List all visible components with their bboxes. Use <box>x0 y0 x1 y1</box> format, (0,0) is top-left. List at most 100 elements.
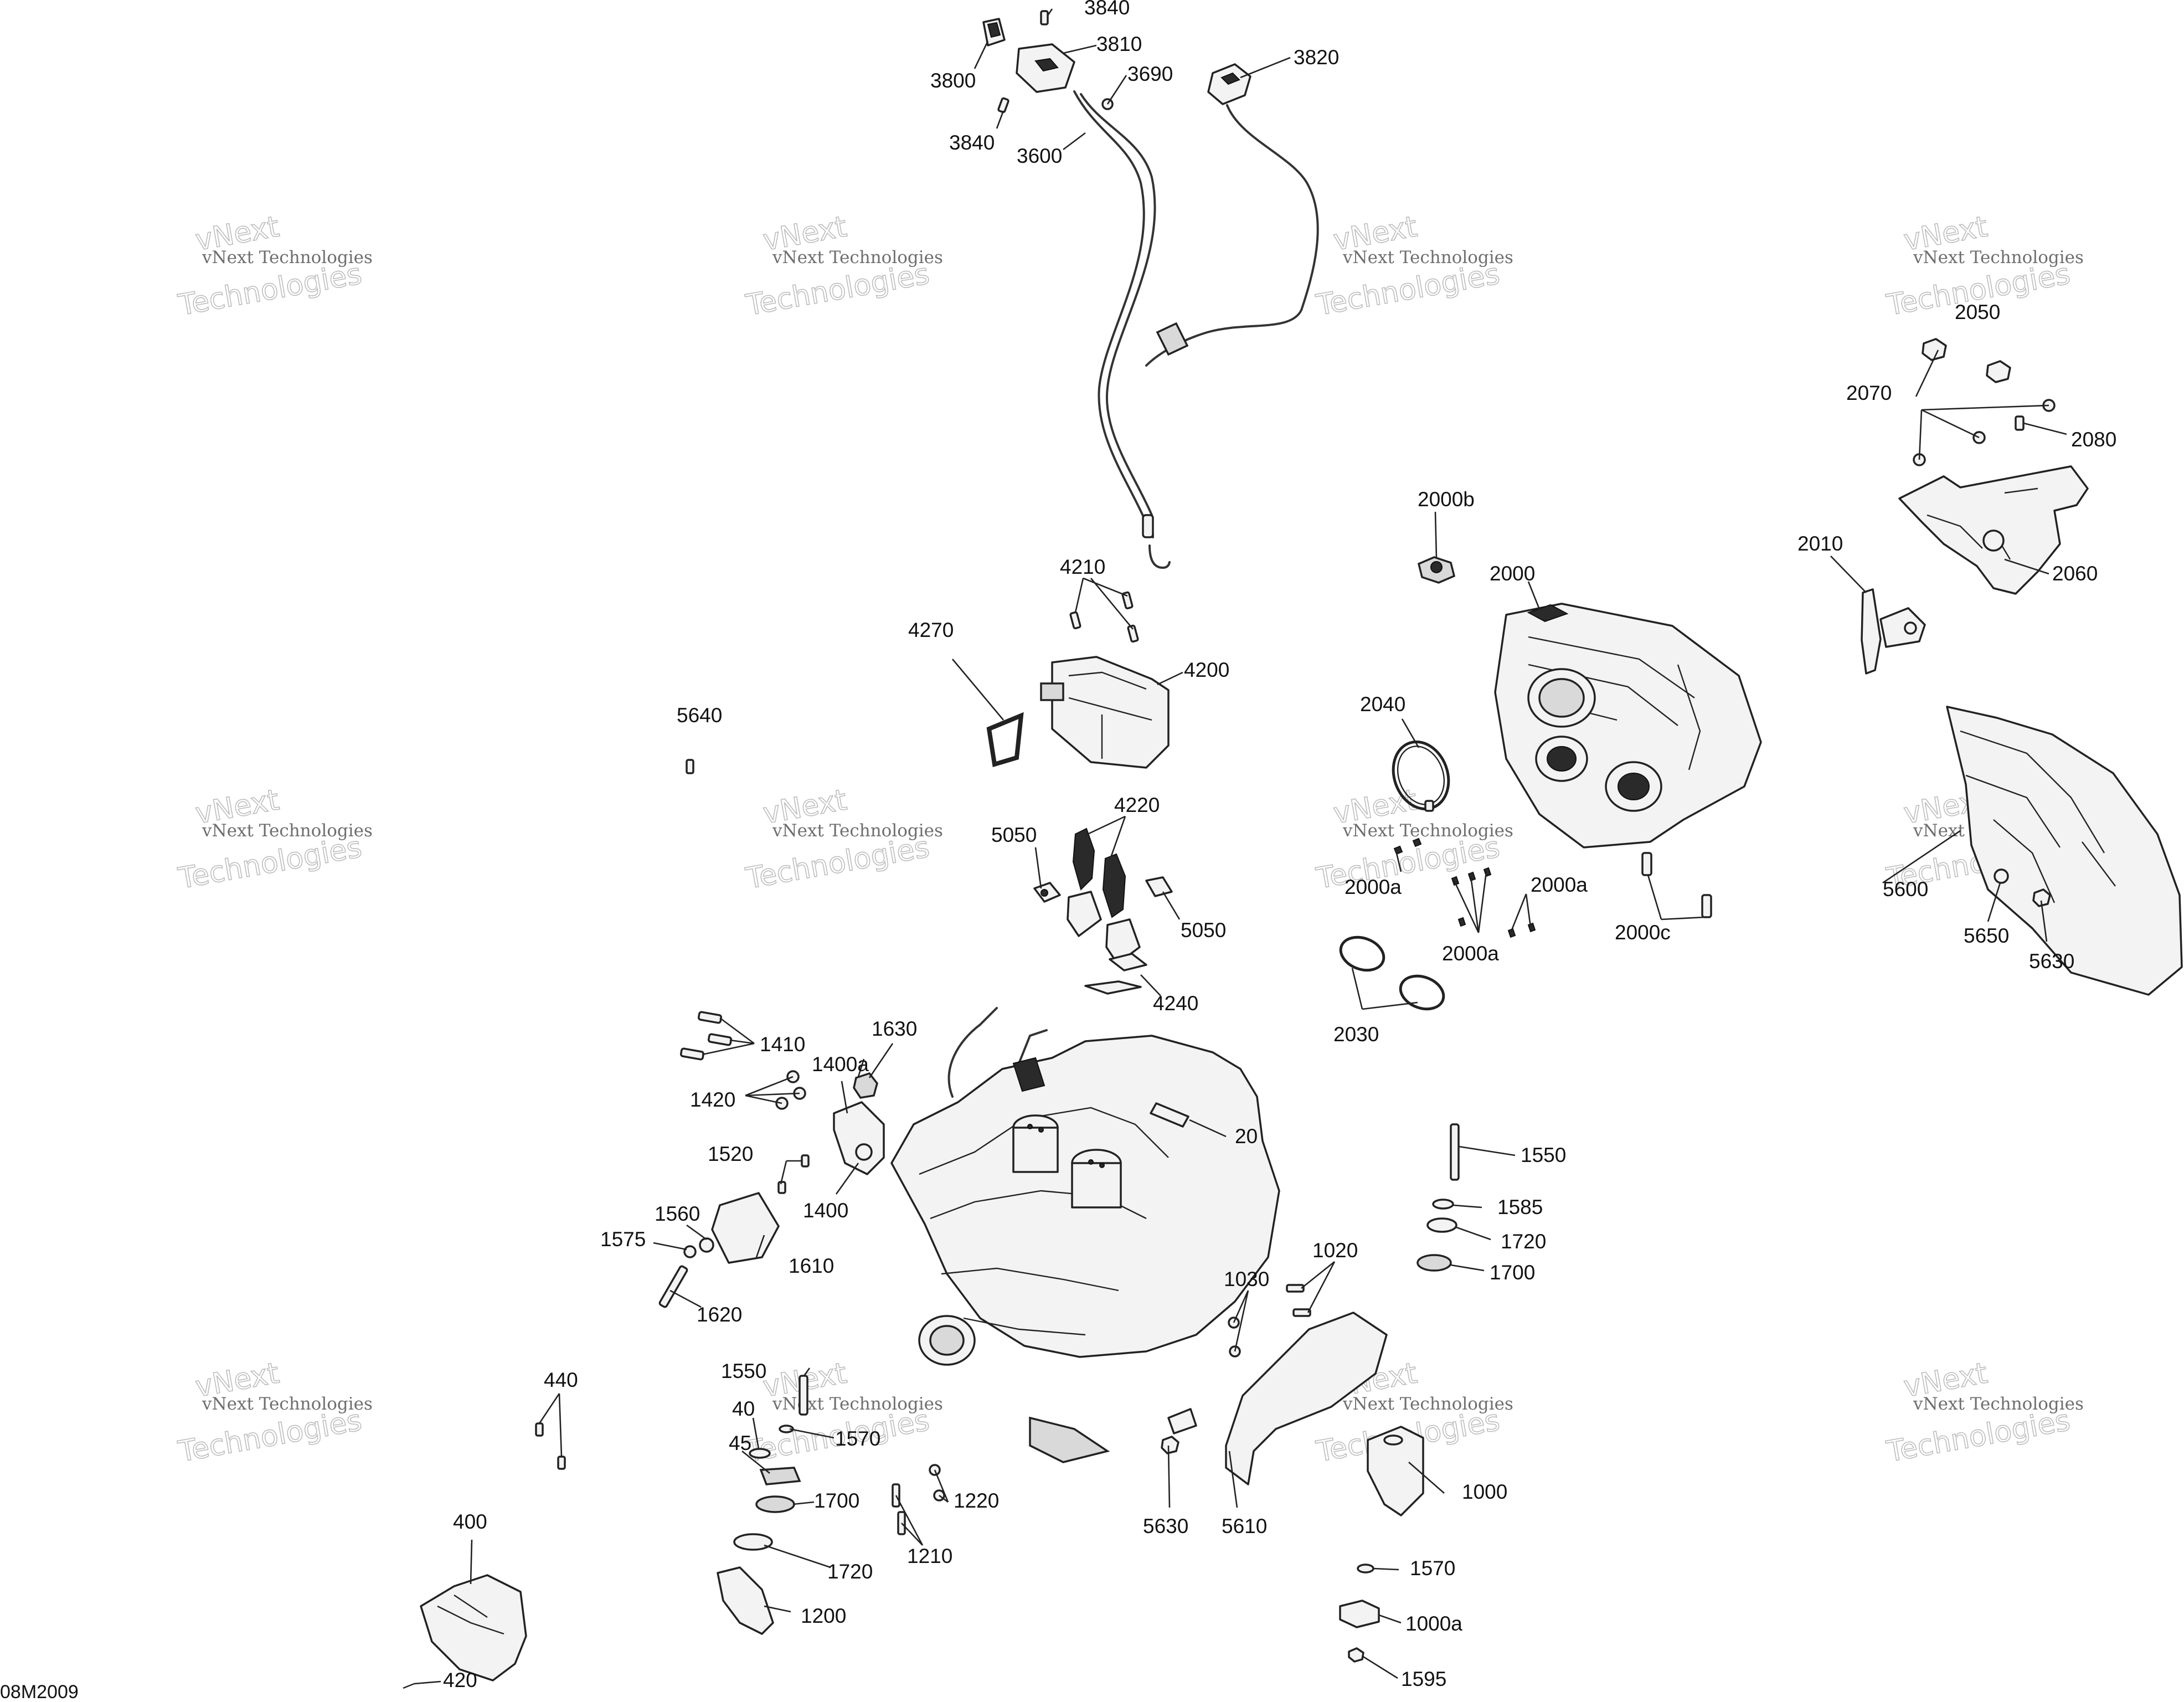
fitting-2000c-right <box>1701 894 1712 918</box>
bolt-1020-b <box>1292 1308 1311 1317</box>
callout-1000a: 1000a <box>1405 1612 1462 1635</box>
spacer-45 <box>759 1467 801 1485</box>
callout-3820: 3820 <box>1294 46 1339 69</box>
heat-shield-5600-body <box>1946 706 2183 996</box>
callout-2000: 2000 <box>1490 562 1535 585</box>
clamp-2030-right <box>1399 974 1445 1011</box>
engine-cylinder-left-body <box>1012 1127 1059 1173</box>
watermark-text: vNext Technologies <box>202 1394 373 1414</box>
bracket-group <box>1861 338 2089 675</box>
nut-5630-bottom <box>1161 1436 1179 1454</box>
callout-5050: 5050 <box>991 824 1037 846</box>
callout-1630: 1630 <box>872 1017 917 1040</box>
screw-2000a <box>1467 871 1476 882</box>
screw-2000a <box>1527 922 1536 933</box>
callout-1400a: 1400a <box>812 1053 869 1076</box>
callout-2050: 2050 <box>1955 301 2000 323</box>
boot-4220-left <box>1072 827 1095 891</box>
engine-cylinder-right-body <box>1071 1162 1122 1209</box>
callout-1210: 1210 <box>907 1545 952 1567</box>
callout-3840: 3840 <box>949 131 995 154</box>
bracket-1000-hole <box>1383 1434 1403 1446</box>
engine-harness <box>947 1007 1048 1098</box>
callout-4270: 4270 <box>908 619 954 641</box>
intake-group <box>1033 827 1173 995</box>
fitting-2000c-left <box>1641 852 1652 876</box>
clamp-2040-screw <box>1424 800 1434 812</box>
callout-1560: 1560 <box>655 1202 700 1225</box>
bolt-1520-a <box>801 1154 810 1168</box>
callout-1700: 1700 <box>1490 1261 1535 1284</box>
callout-4240: 4240 <box>1153 992 1198 1015</box>
airbox-group <box>1417 556 1762 849</box>
engine-port-inner <box>929 1325 965 1356</box>
airbox-2000-ribs <box>1528 636 1701 770</box>
callout-5050: 5050 <box>1181 919 1226 942</box>
watermark-text: vNext Technologies <box>772 821 943 841</box>
callout-45: 45 <box>729 1432 751 1454</box>
shield-5610 <box>1225 1312 1388 1485</box>
washer-1585 <box>1432 1199 1454 1210</box>
engine-lower-case <box>1029 1416 1110 1463</box>
callout-5650: 5650 <box>1964 924 2009 947</box>
screw-2000a <box>1412 837 1422 847</box>
strap-2010-hole <box>1904 621 1917 635</box>
bolt-1550-top <box>1450 1123 1460 1181</box>
screw-3840-bottom <box>997 97 1009 114</box>
callout-2030: 2030 <box>1333 1023 1379 1046</box>
bolt-440-b <box>557 1456 566 1470</box>
clamp-2030-left <box>1339 935 1385 972</box>
screw-4210-b <box>1121 591 1134 610</box>
mount-1400 <box>833 1101 885 1175</box>
callout-3800: 3800 <box>930 69 976 92</box>
callout-2080: 2080 <box>2071 428 2116 451</box>
callout-5610: 5610 <box>1222 1515 1267 1538</box>
callout-440: 440 <box>544 1369 578 1391</box>
cable-end-hook <box>1148 544 1171 569</box>
callout-2060: 2060 <box>2052 562 2098 585</box>
cylinder-bolt <box>1088 1159 1094 1165</box>
bushing-1700-top <box>1416 1254 1452 1272</box>
clip-3800-slot <box>987 22 1001 38</box>
heat-shield-5600-pattern <box>1960 730 2116 903</box>
ecu-group <box>986 591 1170 769</box>
callout-2000a: 2000a <box>1345 876 1402 898</box>
callout-4200: 4200 <box>1184 659 1229 681</box>
screw-2000a <box>1451 876 1460 886</box>
nut-1595 <box>1348 1647 1364 1663</box>
callout-4210: 4210 <box>1060 556 1105 578</box>
housing-3810-detail <box>1034 58 1059 72</box>
diagram-code: 08M2009 <box>0 1682 79 1702</box>
callout-1700: 1700 <box>814 1489 859 1512</box>
screw-4210-a <box>1069 611 1081 630</box>
leader-lines <box>414 8 2067 1685</box>
callout-420: 420 <box>443 1669 477 1691</box>
callout-400: 400 <box>453 1510 487 1533</box>
callout-1520: 1520 <box>708 1143 753 1165</box>
bolt-1520-b <box>777 1181 786 1194</box>
watermark-text: vNext Technologies <box>772 1394 943 1414</box>
callout-2010: 2010 <box>1797 532 1843 555</box>
bracket-1000 <box>1367 1426 1424 1516</box>
callout-1610: 1610 <box>789 1254 834 1277</box>
bolt-1410-b <box>707 1033 733 1046</box>
mount-right-group <box>1161 1123 1460 1516</box>
callout-3810: 3810 <box>1096 33 1142 55</box>
fitting-5050-left-hole <box>1041 889 1048 897</box>
callout-1570: 1570 <box>835 1427 880 1450</box>
bolt-1020-a <box>1286 1284 1305 1293</box>
callout-5600: 5600 <box>1883 878 1928 901</box>
callout-2000c: 2000c <box>1615 921 1671 944</box>
washer-1575 <box>683 1245 697 1258</box>
washer-5650 <box>1994 868 2009 884</box>
callout-1550: 1550 <box>1521 1144 1566 1166</box>
callout-1030: 1030 <box>1224 1268 1269 1290</box>
nut-1000a <box>1339 1600 1380 1628</box>
ecu-4200-detail <box>1068 671 1152 759</box>
callout-1020: 1020 <box>1312 1239 1358 1262</box>
callout-5630: 5630 <box>1143 1515 1188 1538</box>
callout-1420: 1420 <box>690 1088 735 1111</box>
engine-connector <box>1012 1057 1045 1092</box>
nut-2050-left <box>1922 338 1947 361</box>
mount-400 <box>420 1574 527 1682</box>
